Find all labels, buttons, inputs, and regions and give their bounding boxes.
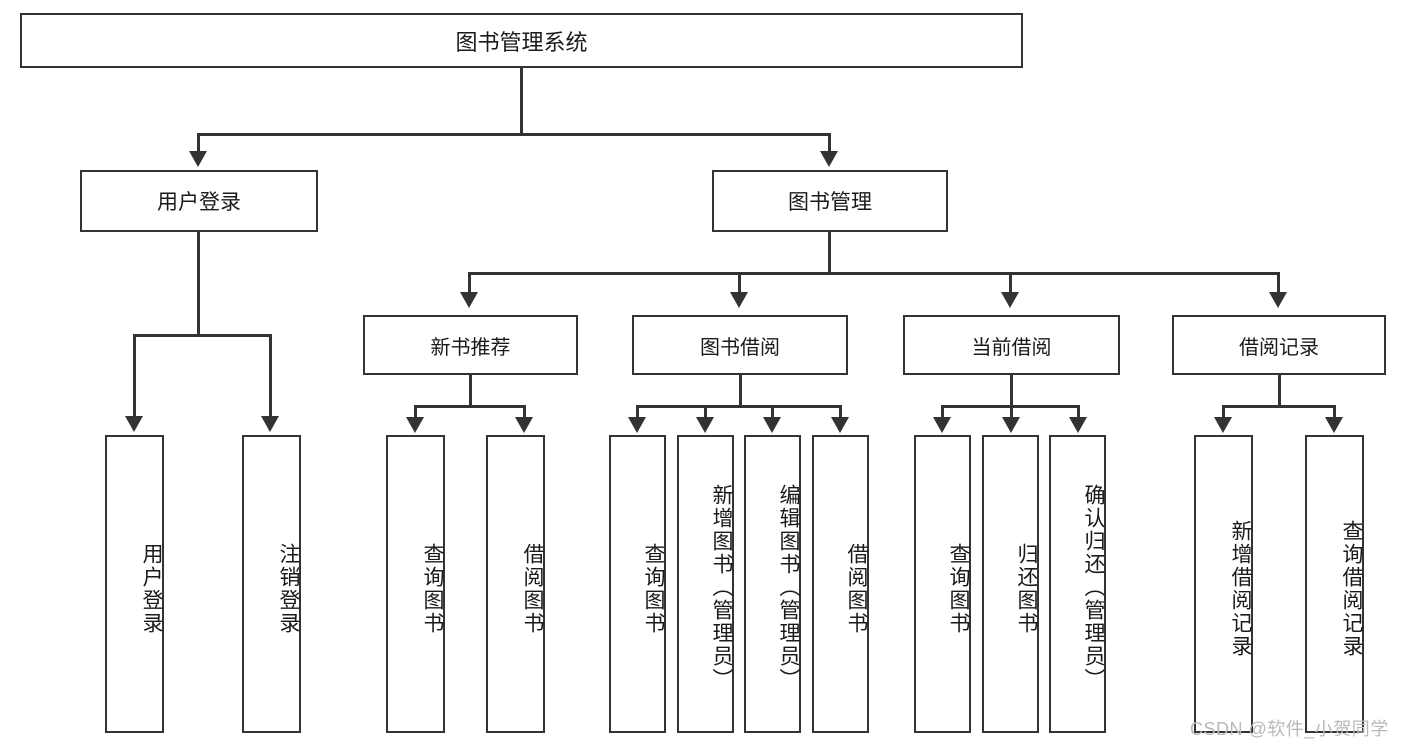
- edge-bookmgmt-stem: [828, 232, 831, 274]
- watermark-text: CSDN @软件_小贺同学: [1190, 719, 1389, 739]
- arrow-to-book-borrow: [730, 292, 748, 308]
- edge-root-to-login: [197, 133, 200, 153]
- edge-currentborrow-to-leaf2: [1010, 405, 1013, 419]
- leaf-add-book-admin[interactable]: 新增图书（管理员）: [677, 435, 734, 733]
- edge-bookmgmt-to-current: [1009, 272, 1012, 294]
- node-borrow-record[interactable]: 借阅记录: [1172, 315, 1386, 375]
- arrow-to-new-book-recommend: [460, 292, 478, 308]
- arrow-to-leaf-query-record: [1325, 417, 1343, 433]
- arrow-to-leaf-return-book: [1002, 417, 1020, 433]
- edge-borrowrecord-to-leaf2: [1333, 405, 1336, 419]
- arrow-to-leaf-logout: [261, 416, 279, 432]
- arrow-to-leaf-add-book: [696, 417, 714, 433]
- edge-root-bar: [197, 133, 831, 136]
- edge-newbook-stem: [469, 375, 472, 407]
- node-label: 查询图书: [947, 543, 970, 635]
- edge-userlogin-to-leaf2: [269, 334, 272, 418]
- node-label: 查询图书: [421, 543, 444, 635]
- arrow-to-leaf-query-book-2: [628, 417, 646, 433]
- node-label: 注销登录: [277, 543, 300, 635]
- node-label: 新增借阅记录: [1229, 520, 1252, 658]
- arrow-to-leaf-confirm-return: [1069, 417, 1087, 433]
- csdn-watermark: CSDN @软件_小贺同学: [1190, 715, 1389, 741]
- leaf-add-borrow-record[interactable]: 新增借阅记录: [1194, 435, 1253, 733]
- node-root-system[interactable]: 图书管理系统: [20, 13, 1023, 68]
- node-label: 编辑图书（管理员）: [777, 483, 800, 691]
- edge-bookborrow-to-leaf2: [704, 405, 707, 419]
- arrow-to-book-management: [820, 151, 838, 167]
- edge-bookmgmt-to-record: [1277, 272, 1280, 294]
- edge-bookborrow-to-leaf1: [636, 405, 639, 419]
- edge-root-to-bookmgmt: [828, 133, 831, 153]
- edge-bookborrow-bar: [636, 405, 842, 408]
- edge-newbook-to-leaf2: [523, 405, 526, 419]
- edge-bookborrow-to-leaf4: [839, 405, 842, 419]
- arrow-to-leaf-query-book-1: [406, 417, 424, 433]
- leaf-confirm-return-admin[interactable]: 确认归还（管理员）: [1049, 435, 1106, 733]
- edge-borrowrecord-bar: [1222, 405, 1336, 408]
- edge-bookborrow-to-leaf3: [771, 405, 774, 419]
- node-book-management[interactable]: 图书管理: [712, 170, 948, 232]
- node-label: 图书管理: [788, 191, 872, 214]
- arrow-to-leaf-borrow-book-1: [515, 417, 533, 433]
- edge-newbook-bar: [414, 405, 526, 408]
- node-label: 归还图书: [1015, 543, 1038, 635]
- leaf-borrow-book-borrow[interactable]: 借阅图书: [812, 435, 869, 733]
- arrow-to-leaf-user-login: [125, 416, 143, 432]
- edge-userlogin-to-leaf1: [133, 334, 136, 418]
- leaf-return-book[interactable]: 归还图书: [982, 435, 1039, 733]
- leaf-query-book-borrow[interactable]: 查询图书: [609, 435, 666, 733]
- node-label: 借阅图书: [521, 543, 544, 635]
- edge-root-stem: [520, 68, 523, 135]
- arrow-to-user-login: [189, 151, 207, 167]
- edge-currentborrow-to-leaf3: [1077, 405, 1080, 419]
- node-book-borrow[interactable]: 图书借阅: [632, 315, 848, 375]
- node-label: 图书借阅: [700, 336, 780, 359]
- node-label: 用户登录: [157, 191, 241, 214]
- node-label: 当前借阅: [971, 336, 1052, 359]
- edge-bookborrow-stem: [739, 375, 742, 407]
- arrow-to-current-borrow: [1001, 292, 1019, 308]
- edge-userlogin-stem: [197, 232, 200, 336]
- node-label: 查询图书: [642, 543, 665, 635]
- arrow-to-borrow-record: [1269, 292, 1287, 308]
- node-current-borrow[interactable]: 当前借阅: [903, 315, 1120, 375]
- leaf-borrow-book-recommend[interactable]: 借阅图书: [486, 435, 545, 733]
- leaf-query-borrow-record[interactable]: 查询借阅记录: [1305, 435, 1364, 733]
- edge-bookmgmt-to-borrow: [738, 272, 741, 294]
- node-label: 借阅图书: [845, 543, 868, 635]
- node-label: 用户登录: [140, 543, 163, 635]
- node-label: 借阅记录: [1239, 336, 1319, 359]
- leaf-user-login[interactable]: 用户登录: [105, 435, 164, 733]
- node-label: 新书推荐: [430, 336, 511, 359]
- node-user-login[interactable]: 用户登录: [80, 170, 318, 232]
- arrow-to-leaf-query-book-3: [933, 417, 951, 433]
- edge-borrowrecord-stem: [1278, 375, 1281, 407]
- leaf-query-book-recommend[interactable]: 查询图书: [386, 435, 445, 733]
- node-label: 确认归还（管理员）: [1082, 483, 1105, 691]
- node-label: 新增图书（管理员）: [710, 483, 733, 691]
- edge-newbook-to-leaf1: [414, 405, 417, 419]
- node-new-book-recommend[interactable]: 新书推荐: [363, 315, 578, 375]
- edge-bookmgmt-bar: [468, 272, 1280, 275]
- edge-currentborrow-stem: [1010, 375, 1013, 407]
- arrow-to-leaf-borrow-book-2: [831, 417, 849, 433]
- node-label: 查询借阅记录: [1340, 520, 1363, 658]
- leaf-query-book-current[interactable]: 查询图书: [914, 435, 971, 733]
- leaf-logout[interactable]: 注销登录: [242, 435, 301, 733]
- arrow-to-leaf-add-record: [1214, 417, 1232, 433]
- node-label: 图书管理系统: [455, 29, 588, 55]
- leaf-edit-book-admin[interactable]: 编辑图书（管理员）: [744, 435, 801, 733]
- edge-borrowrecord-to-leaf1: [1222, 405, 1225, 419]
- arrow-to-leaf-edit-book: [763, 417, 781, 433]
- edge-bookmgmt-to-new: [468, 272, 471, 294]
- edge-currentborrow-to-leaf1: [941, 405, 944, 419]
- edge-userlogin-bar: [133, 334, 269, 337]
